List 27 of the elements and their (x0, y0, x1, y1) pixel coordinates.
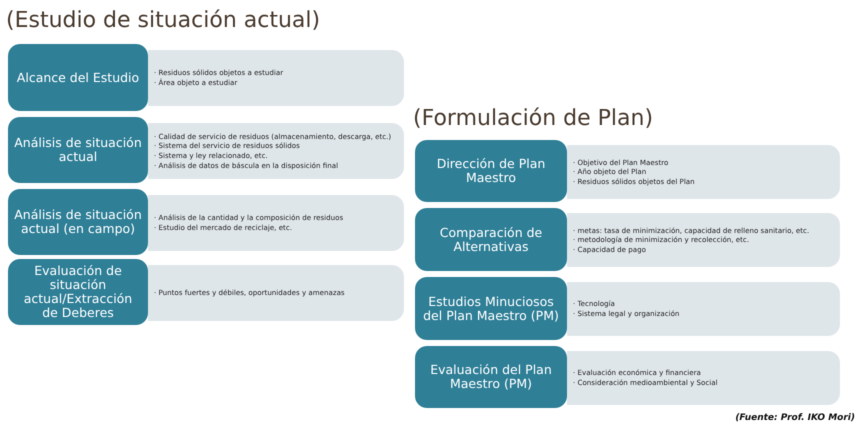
category-title: Dirección de Plan Maestro (436, 157, 546, 185)
details-panel (148, 195, 404, 251)
category-box (415, 277, 567, 340)
category-title: Alcance del Estudio (16, 70, 140, 84)
details-panel (567, 145, 840, 199)
source-note: (Fuente: Prof. IKO Mori) (735, 413, 855, 423)
details-panel (567, 282, 840, 336)
category-title: Evaluación del Plan Maestro (PM) (429, 363, 553, 391)
details-panel (148, 123, 404, 179)
details-panel (148, 265, 404, 321)
category-title: Evaluación de situación actual/Extracción de Deberes (22, 264, 134, 320)
category-title: Análisis de situación actual (14, 136, 142, 164)
section-heading: (Formulación de Plan) (413, 106, 654, 131)
category-box (8, 189, 148, 255)
category-title: Estudios Minuciosos del Plan Maestro (PM) (422, 294, 560, 322)
category-box (8, 259, 148, 325)
details-panel (567, 213, 840, 267)
details-panel (148, 50, 404, 106)
category-box (415, 346, 567, 408)
details-panel (567, 351, 840, 405)
category-box (415, 208, 567, 271)
category-title: Análisis de situación actual (en campo) (14, 208, 142, 236)
category-box (8, 44, 148, 111)
category-title: Comparación de Alternativas (438, 226, 544, 254)
section-heading: (Estudio de situación actual) (6, 8, 320, 33)
category-box (8, 117, 148, 183)
category-box (415, 140, 567, 202)
